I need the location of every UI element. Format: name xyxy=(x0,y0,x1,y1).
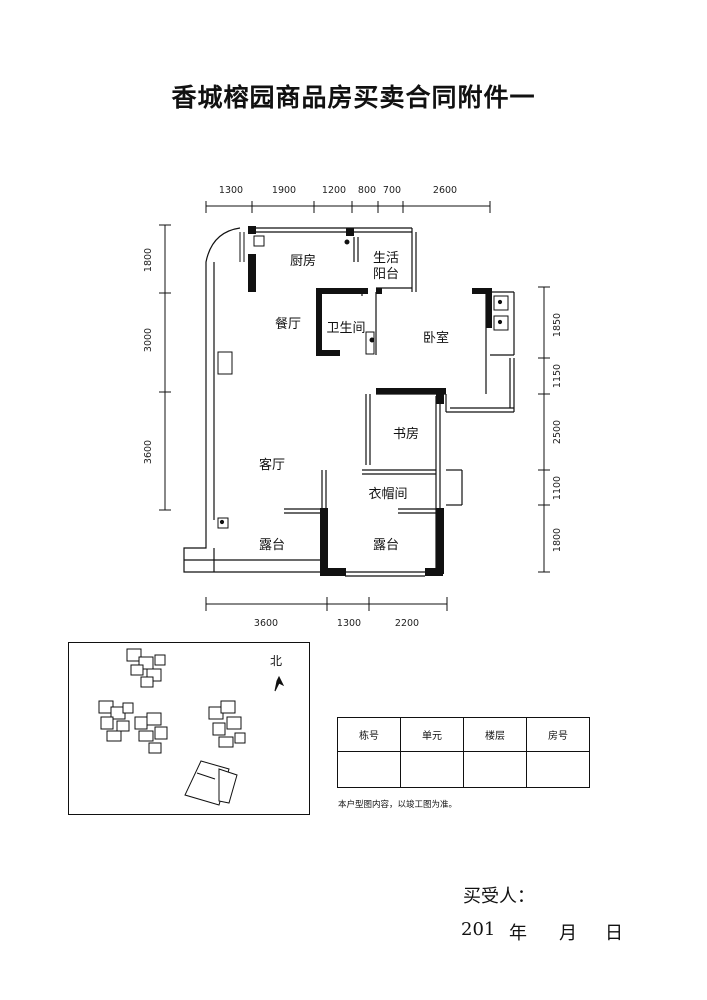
right-dim-5: 1800 xyxy=(552,528,563,552)
building-block-3 xyxy=(134,712,168,754)
room-utility-balcony-line2: 阳台 xyxy=(373,267,399,282)
right-dim-3: 2500 xyxy=(552,420,563,444)
bottom-dim-2: 1300 xyxy=(337,618,361,629)
room-kitchen: 厨房 xyxy=(290,253,316,269)
cell-unit[interactable] xyxy=(400,751,464,788)
top-dimension-line xyxy=(205,201,491,213)
top-dim-5: 700 xyxy=(383,185,401,196)
top-dim-3: 1200 xyxy=(322,185,346,196)
site-map-drawing xyxy=(98,648,285,806)
room-living: 客厅 xyxy=(259,457,285,473)
left-dimension-line xyxy=(159,224,171,511)
north-label: 北 xyxy=(270,654,283,668)
left-dim-1: 1800 xyxy=(143,248,154,272)
top-dim-6: 2600 xyxy=(433,185,457,196)
right-dim-4: 1100 xyxy=(552,476,563,500)
building-block-4 xyxy=(208,700,246,748)
room-dining: 餐厅 xyxy=(275,316,301,332)
room-closet: 衣帽间 xyxy=(368,486,407,502)
right-dimension-line xyxy=(538,286,550,573)
top-dim-1: 1300 xyxy=(219,185,243,196)
room-study: 书房 xyxy=(393,426,419,442)
room-utility-balcony-line1: 生活 xyxy=(373,251,399,266)
bottom-dim-3: 2200 xyxy=(395,618,419,629)
cell-building-no[interactable] xyxy=(337,751,401,788)
date-year: 201 xyxy=(461,919,496,940)
date-day-unit: 日 xyxy=(605,923,623,944)
room-terrace-left: 露台 xyxy=(259,538,285,553)
building-block-5 xyxy=(184,760,238,806)
date-month-unit: 月 xyxy=(559,923,577,944)
header-room-no: 房号 xyxy=(526,717,590,752)
outer-walls xyxy=(183,227,515,577)
left-dim-2: 3000 xyxy=(143,328,154,352)
left-dim-3: 3600 xyxy=(143,440,154,464)
disclaimer-note: 本户型图内容，以竣工图为准。 xyxy=(338,800,458,810)
top-dim-2: 1900 xyxy=(272,185,296,196)
header-floor: 楼层 xyxy=(463,717,527,752)
buyer-label: 买受人： xyxy=(463,886,535,907)
top-dim-4: 800 xyxy=(358,185,376,196)
bottom-dim-1: 3600 xyxy=(254,618,278,629)
room-bedroom: 卧室 xyxy=(423,330,449,346)
cell-room-no[interactable] xyxy=(526,751,590,788)
header-building-no: 栋号 xyxy=(337,717,401,752)
fixtures xyxy=(217,232,509,529)
right-dim-2: 1150 xyxy=(552,364,563,388)
unit-info-table: 栋号 单元 楼层 房号 xyxy=(337,717,590,788)
date-line: 201 年 月 日 xyxy=(461,919,623,945)
room-bathroom: 卫生间 xyxy=(326,321,365,336)
cell-floor[interactable] xyxy=(463,751,527,788)
page-title: 香城榕园商品房买卖合同附件一 xyxy=(171,83,536,112)
building-block-1 xyxy=(126,648,166,688)
header-unit: 单元 xyxy=(400,717,464,752)
site-location-map xyxy=(68,642,310,815)
bottom-dimension-line xyxy=(205,597,448,611)
floor-plan: 1300 1900 1200 800 700 2600 1800 3000 36… xyxy=(143,185,563,629)
structural-walls xyxy=(248,226,492,576)
right-dim-1: 1850 xyxy=(552,313,563,337)
table-row xyxy=(337,751,590,788)
room-terrace-right: 露台 xyxy=(373,538,399,553)
table-header-row: 栋号 单元 楼层 房号 xyxy=(337,717,590,752)
north-arrow-icon xyxy=(274,675,285,692)
date-year-unit: 年 xyxy=(509,923,527,944)
building-block-2 xyxy=(98,700,134,742)
